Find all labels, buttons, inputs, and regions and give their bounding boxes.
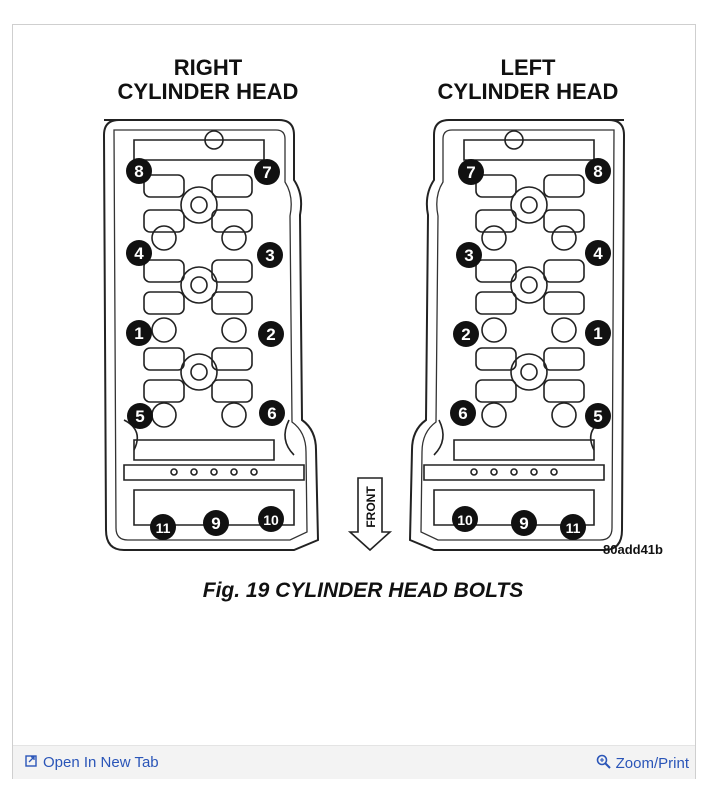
bolt-number-left-11: 11 (566, 520, 581, 536)
magnifier-icon (596, 754, 611, 773)
bolt-number-right-7: 7 (262, 163, 271, 182)
bolt-number-left-10: 10 (457, 512, 473, 528)
front-arrow (347, 477, 393, 552)
bolt-number-left-2: 2 (461, 325, 470, 344)
bolt-marker-right-8 (126, 158, 152, 184)
bolts-left: 7 8 3 4 2 1 6 5 10 9 11 (450, 158, 611, 540)
bolt-number-left-9: 9 (519, 514, 528, 533)
bolt-number-right-5: 5 (135, 407, 144, 426)
open-new-tab-link[interactable]: Open In New Tab (25, 754, 159, 771)
bolt-number-left-7: 7 (466, 163, 475, 182)
image-footer: Open In New Tab Zoom/Print (13, 745, 695, 779)
bolt-number-left-1: 1 (593, 324, 602, 343)
bolt-number-right-11: 11 (156, 520, 171, 536)
zoom-print-link[interactable]: Zoom/Print (596, 754, 689, 773)
bolt-marker-left-9 (511, 510, 537, 536)
right-head-title: RIGHT CYLINDER HEAD (108, 56, 308, 104)
left-head-title-line2: CYLINDER HEAD (437, 79, 619, 104)
bolt-number-left-4: 4 (593, 244, 603, 263)
bolt-number-right-1: 1 (134, 324, 143, 343)
front-label: FRONT (364, 486, 378, 528)
bolt-marker-left-11 (560, 514, 586, 540)
bolt-marker-left-7 (458, 159, 484, 185)
left-head-title: LEFT CYLINDER HEAD (428, 56, 628, 104)
bolt-marker-right-11 (150, 514, 176, 540)
bolt-number-right-2: 2 (266, 325, 275, 344)
bolt-marker-right-5 (127, 403, 153, 429)
right-head-title-line2: CYLINDER HEAD (117, 79, 299, 104)
bolt-marker-left-5 (585, 403, 611, 429)
bolt-marker-left-6 (450, 400, 476, 426)
bolt-number-left-5: 5 (593, 407, 602, 426)
bolt-number-right-9: 9 (211, 514, 220, 533)
bolt-number-right-4: 4 (134, 244, 144, 263)
open-new-tab-label: Open In New Tab (43, 754, 159, 771)
bolt-marker-right-9 (203, 510, 229, 536)
bolt-marker-right-1 (126, 320, 152, 346)
bolts-right: 8 7 4 3 1 2 5 6 11 9 10 (126, 158, 285, 540)
bolt-marker-left-1 (585, 320, 611, 346)
bolt-number-right-6: 6 (267, 404, 276, 423)
figure-caption: Fig. 19 CYLINDER HEAD BOLTS (202, 579, 524, 602)
bolt-number-right-3: 3 (265, 246, 274, 265)
bolt-marker-right-4 (126, 240, 152, 266)
bolt-marker-left-10 (452, 506, 478, 532)
zoom-print-label: Zoom/Print (615, 755, 689, 772)
figure-code: 80add41b (603, 542, 663, 557)
bolt-marker-right-2 (258, 321, 284, 347)
bolt-marker-left-2 (453, 321, 479, 347)
bolt-marker-right-7 (254, 159, 280, 185)
left-head-title-line1: LEFT (500, 55, 556, 80)
external-window-icon (25, 754, 38, 771)
bolt-marker-left-8 (585, 158, 611, 184)
bolt-number-right-8: 8 (134, 162, 143, 181)
bolt-number-left-8: 8 (593, 162, 602, 181)
bolt-marker-right-3 (257, 242, 283, 268)
bolt-marker-right-6 (259, 400, 285, 426)
bolt-number-left-3: 3 (464, 246, 473, 265)
right-head-title-line1: RIGHT (173, 55, 243, 80)
bolt-marker-right-10 (258, 506, 284, 532)
bolt-number-right-10: 10 (263, 512, 279, 528)
bolt-marker-left-4 (585, 240, 611, 266)
bolt-number-left-6: 6 (458, 404, 467, 423)
bolt-marker-left-3 (456, 242, 482, 268)
